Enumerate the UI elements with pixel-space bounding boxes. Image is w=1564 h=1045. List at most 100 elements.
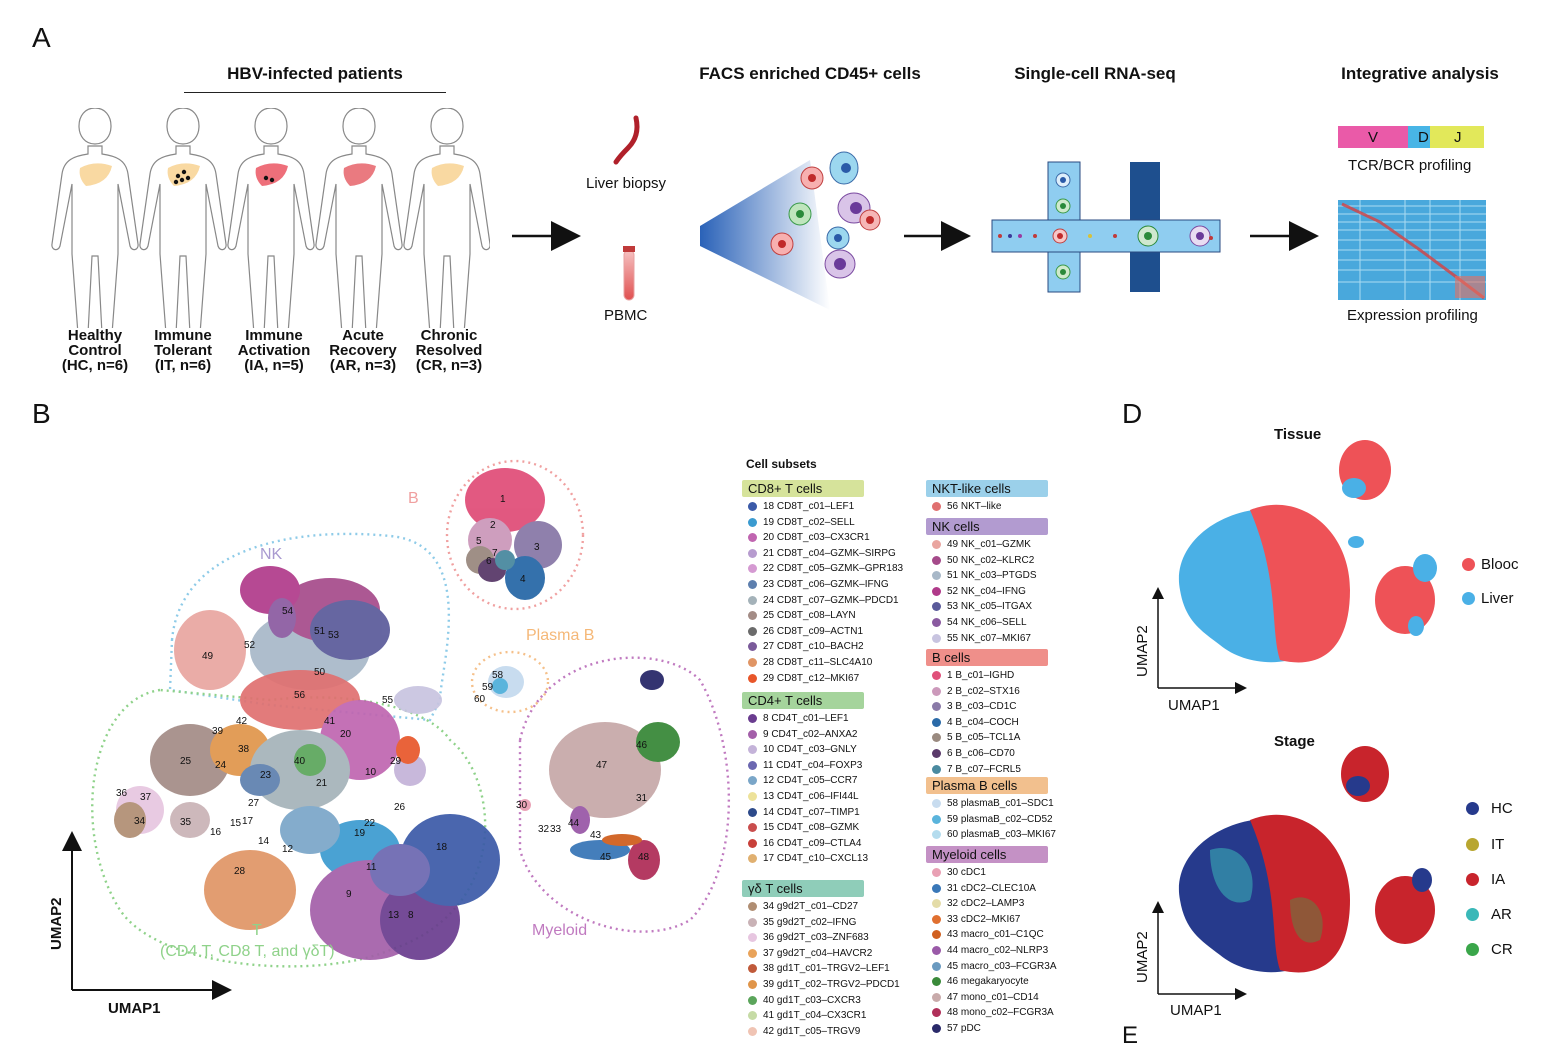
- legend-item: 8 CD4T_c01–LEF1: [748, 714, 849, 724]
- legend-swatch: [932, 540, 941, 549]
- svg-text:12: 12: [282, 844, 294, 855]
- svg-text:30: 30: [516, 800, 528, 811]
- legend-item: 3 B_c03–CD1C: [932, 702, 1016, 712]
- legend-swatch: [748, 917, 757, 927]
- svg-text:10: 10: [365, 767, 377, 778]
- nk-blobs: [174, 566, 442, 714]
- legend-title: Cell subsets: [746, 457, 817, 471]
- legend-swatch: [932, 868, 941, 877]
- legend-swatch: [932, 992, 941, 1002]
- svg-text:2: 2: [490, 520, 496, 531]
- panel-letter-a: A: [32, 22, 51, 53]
- svg-text:36: 36: [116, 788, 128, 799]
- expression-heatmap-icon: [1338, 200, 1486, 300]
- legend-item: 58 plasmaB_c01–SDC1: [932, 799, 1054, 809]
- legend-swatch: [748, 642, 757, 652]
- plasma-group-label: Plasma B: [526, 627, 595, 644]
- svg-text:49: 49: [202, 651, 214, 662]
- svg-text:38: 38: [238, 744, 250, 755]
- legend-item: 24 CD8T_c07–GZMK–PDCD1: [748, 595, 899, 606]
- svg-text:54: 54: [282, 606, 294, 617]
- legend-swatch: [748, 502, 757, 511]
- stage-legend-cr: CR: [1466, 941, 1513, 959]
- svg-text:53: 53: [328, 630, 340, 641]
- legend-category-5: B cells: [926, 649, 1048, 666]
- stage-legend-ar: AR: [1466, 906, 1512, 924]
- legend-swatch: [932, 502, 941, 511]
- legend-item: 39 gd1T_c02–TRGV2–PDCD1: [748, 980, 900, 990]
- legend-swatch: [932, 633, 941, 643]
- svg-text:18: 18: [436, 842, 448, 853]
- panel-letter-b: B: [32, 398, 51, 429]
- svg-text:7: 7: [492, 548, 498, 559]
- tissue-umap: [1178, 440, 1437, 663]
- legend-item: 32 cDC2–LAMP3: [932, 899, 1024, 909]
- legend-item: 37 g9d2T_c04–HAVCR2: [748, 948, 872, 959]
- legend-item: 12 CD4T_c05–CCR7: [748, 776, 858, 786]
- workflow-graphics: [512, 115, 1486, 310]
- svg-text:17: 17: [242, 816, 254, 827]
- patients-header-rule: [184, 92, 446, 93]
- tissue-x-label: UMAP1: [1168, 697, 1220, 714]
- svg-text:58: 58: [492, 670, 504, 681]
- svg-text:5: 5: [476, 536, 482, 547]
- legend-item: 7 B_c07–FCRL5: [932, 764, 1021, 775]
- legend-swatch: [748, 807, 757, 817]
- legend-item: 20 CD8T_c03–CX3CR1: [748, 533, 870, 543]
- svg-text:35: 35: [180, 817, 192, 828]
- legend-item: 52 NK_c04–IFNG: [932, 586, 1026, 597]
- svg-text:26: 26: [394, 802, 406, 813]
- umap-x-label: UMAP1: [108, 1000, 161, 1017]
- legend-item: 50 NK_c02–KLRC2: [932, 555, 1034, 566]
- legend-item: 19 CD8T_c02–SELL: [748, 517, 855, 528]
- svg-text:16: 16: [210, 827, 222, 838]
- svg-text:60: 60: [474, 694, 486, 705]
- scrna-header: Single-cell RNA-seq: [1014, 64, 1176, 83]
- legend-item: 34 g9d2T_c01–CD27: [748, 902, 858, 912]
- facs-header: FACS enriched CD45+ cells: [699, 64, 921, 83]
- svg-text:48: 48: [638, 852, 650, 863]
- svg-text:15: 15: [230, 818, 242, 829]
- svg-text:34: 34: [134, 816, 146, 827]
- umap-tissue-stage-plots: [1152, 440, 1437, 1000]
- svg-text:27: 27: [248, 798, 260, 809]
- legend-item: 38 gd1T_c01–TRGV2–LEF1: [748, 964, 890, 974]
- tissue-legend-blood: Blooc: [1462, 556, 1519, 574]
- legend-item: 26 CD8T_c09–ACTN1: [748, 626, 863, 637]
- legend-item: 35 g9d2T_c02–IFNG: [748, 917, 856, 928]
- legend-category-2: γδ T cells: [742, 880, 864, 897]
- legend-item: 21 CD8T_c04–GZMK–SIRPG: [748, 548, 896, 559]
- svg-text:29: 29: [390, 756, 402, 767]
- legend-item: 15 CD4T_c08–GZMK: [748, 823, 859, 833]
- legend-item: 28 CD8T_c11–SLC4A10: [748, 658, 872, 668]
- legend-item: 25 CD8T_c08–LAYN: [748, 611, 856, 621]
- plasma-boundary: [470, 650, 550, 714]
- svg-text:31: 31: [636, 793, 648, 804]
- t-group-sublabel: (CD4 T, CD8 T, and γδT): [160, 943, 335, 960]
- legend-swatch: [932, 702, 941, 712]
- legend-item: 55 NK_c07–MKI67: [932, 633, 1031, 644]
- legend-swatch: [932, 899, 941, 909]
- legend-swatch: [748, 626, 757, 636]
- panel-letter-e: E: [1122, 1022, 1139, 1045]
- legend-swatch: [748, 595, 757, 605]
- svg-text:52: 52: [244, 640, 256, 651]
- legend-item: 30 cDC1: [932, 868, 986, 878]
- svg-text:6: 6: [486, 556, 492, 567]
- tissue-y-label: UMAP2: [1134, 625, 1151, 677]
- legend-item: 23 CD8T_c06–GZMK–IFNG: [748, 580, 889, 590]
- legend-item: 29 CD8T_c12–MKI67: [748, 673, 859, 684]
- legend-swatch: [932, 977, 941, 987]
- legend-swatch: [748, 611, 757, 621]
- legend-swatch: [932, 1024, 941, 1033]
- legend-item: 18 CD8T_c01–LEF1: [748, 502, 854, 512]
- legend-item: 27 CD8T_c10–BACH2: [748, 642, 864, 652]
- legend-item: 59 plasmaB_c02–CD52: [932, 814, 1053, 825]
- legend-swatch: [932, 930, 941, 940]
- legend-swatch: [932, 799, 941, 808]
- legend-item: 16 CD4T_c09–CTLA4: [748, 838, 861, 849]
- svg-text:20: 20: [340, 729, 352, 740]
- stage-legend-ia: IA: [1466, 871, 1505, 889]
